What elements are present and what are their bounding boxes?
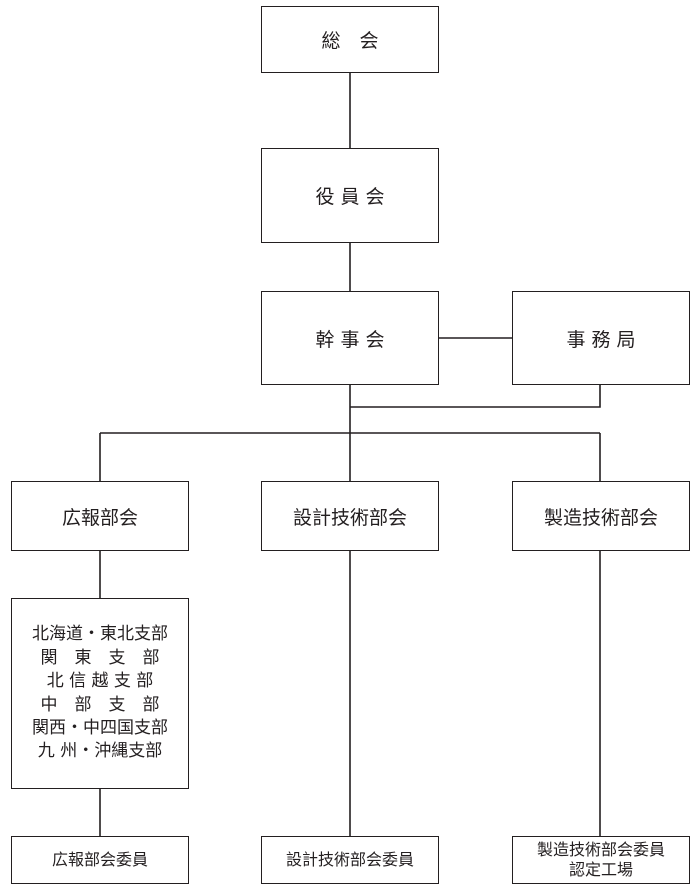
branches-box: 北海道・東北支部 関 東 支 部 北 信 越 支 部 中 部 支 部 関西・中四… (11, 598, 189, 789)
design-members-box: 設計技術部会委員 (261, 836, 439, 884)
branch-item: 関西・中四国支部 (32, 717, 168, 738)
secretariat-label: 事 務 局 (566, 328, 636, 351)
general-meeting-label: 総 会 (321, 30, 379, 52)
design-committee-box: 設計技術部会 (261, 481, 439, 551)
pr-committee-box: 広報部会 (11, 481, 189, 551)
branch-item: 関 東 支 部 (40, 647, 160, 668)
pr-committee-label: 広報部会 (61, 506, 138, 529)
branch-item: 北 信 越 支 部 (46, 671, 154, 692)
branch-item: 北海道・東北支部 (32, 624, 168, 645)
secretariat-box: 事 務 局 (512, 291, 690, 385)
board-label: 役 員 会 (315, 186, 385, 208)
certified-factory-label: 認定工場 (568, 860, 633, 879)
pr-members-box: 広報部会委員 (11, 836, 189, 884)
line-secretariat-join (350, 385, 601, 408)
manufacturing-committee-box: 製造技術部会 (512, 481, 690, 551)
manufacturing-committee-label: 製造技術部会 (543, 506, 658, 529)
executive-committee-box: 幹 事 会 (261, 291, 439, 385)
branch-list: 北海道・東北支部 関 東 支 部 北 信 越 支 部 中 部 支 部 関西・中四… (32, 623, 168, 763)
branch-item: 九 州・沖縄支部 (37, 741, 163, 762)
general-meeting-box: 総 会 (261, 6, 439, 73)
executive-committee-label: 幹 事 会 (315, 328, 385, 351)
manufacturing-members-box: 製造技術部会委員 認定工場 (512, 836, 690, 884)
design-committee-label: 設計技術部会 (292, 506, 407, 529)
manufacturing-members-label: 製造技術部会委員 (536, 840, 665, 859)
pr-members-label: 広報部会委員 (51, 850, 148, 869)
branch-item: 中 部 支 部 (40, 694, 160, 715)
design-members-label: 設計技術部会委員 (285, 850, 414, 869)
board-box: 役 員 会 (261, 148, 439, 243)
